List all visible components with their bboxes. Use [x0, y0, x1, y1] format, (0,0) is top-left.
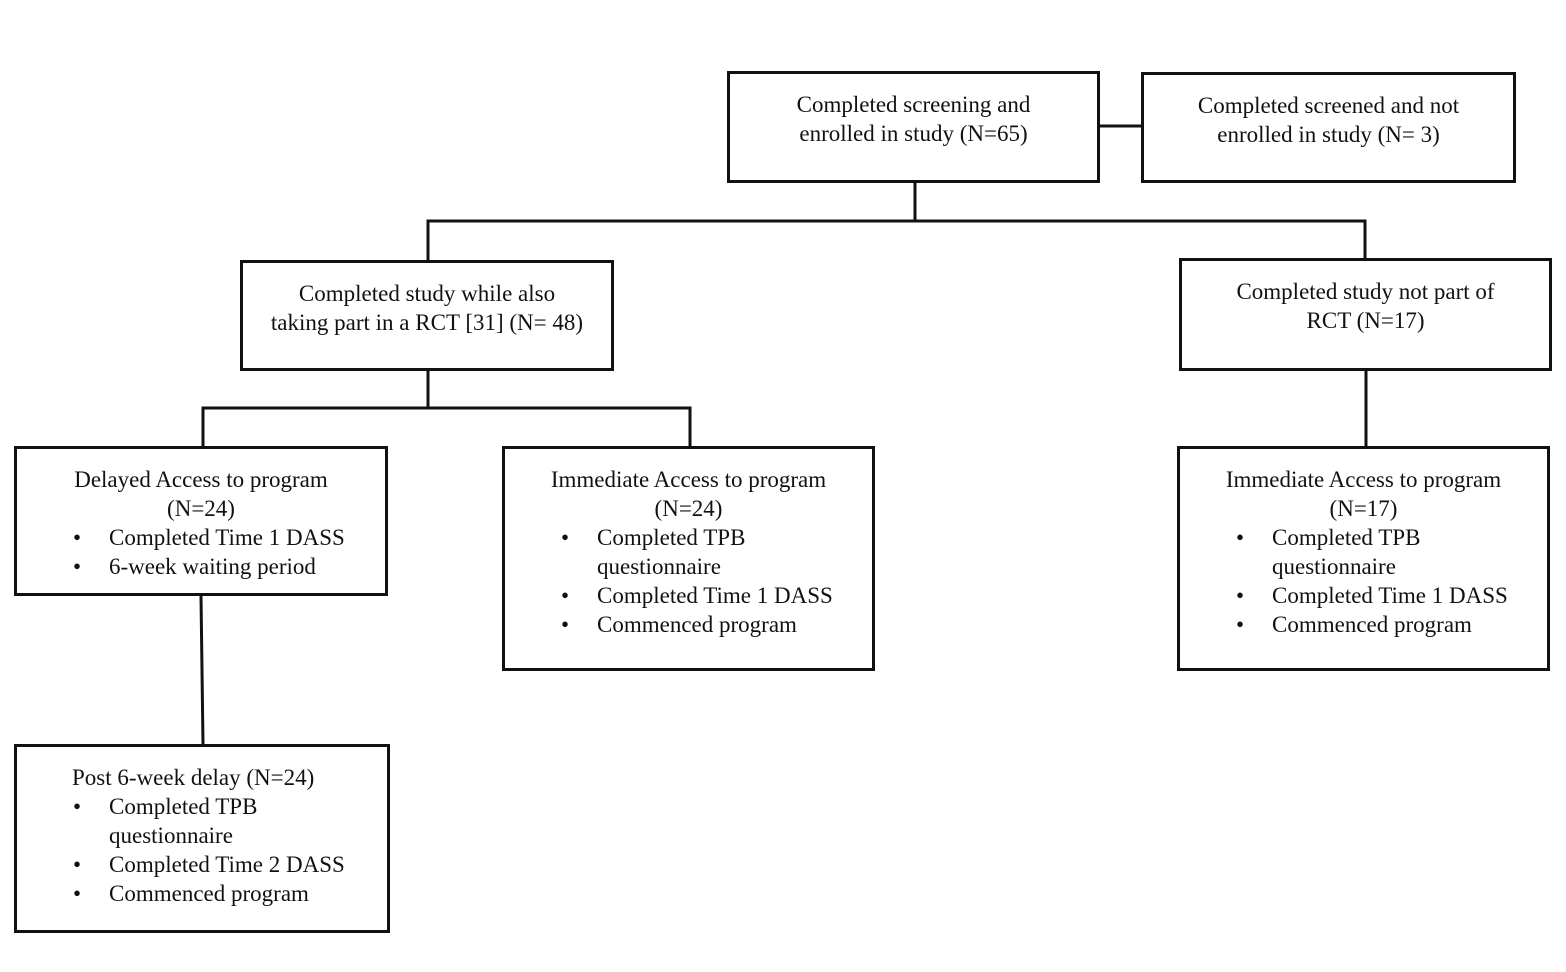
- list-item: • Completed Time 1 DASS: [1180, 581, 1547, 610]
- bullet-icon: •: [1236, 612, 1245, 637]
- enrolled-line-2: enrolled in study (N=65): [799, 121, 1028, 146]
- rct-line-1: Completed study while also: [298, 281, 556, 306]
- immediate-nonrct-heading-2: (N=17): [1329, 496, 1398, 521]
- post-delay-box: Post 6-week delay (N=24) • Completed TPB …: [14, 744, 390, 933]
- list-item-text: Completed Time 1 DASS: [1272, 583, 1508, 608]
- list-item-text: Completed Time 1 DASS: [597, 583, 833, 608]
- list-item-text: 6-week waiting period: [109, 554, 316, 579]
- list-item: • Commenced program: [17, 879, 387, 908]
- rct-box: Completed study while also taking part i…: [240, 260, 614, 371]
- bullet-icon: •: [73, 554, 82, 579]
- immediate-nonrct-list: • Completed TPB questionnaire • Completed …: [1180, 523, 1547, 639]
- delayed-list: • Completed Time 1 DASS • 6-week waiting p…: [17, 523, 385, 581]
- delayed-heading-2: (N=24): [167, 496, 235, 521]
- list-item: • Completed TPB questionnaire: [505, 523, 872, 581]
- bullet-icon: •: [1236, 525, 1245, 550]
- bullet-icon: •: [561, 525, 570, 550]
- list-item-text: Commenced program: [1272, 612, 1472, 637]
- immediate-access-rct-box: Immediate Access to program (N=24) • Comp…: [502, 446, 875, 671]
- list-item: • Completed Time 1 DASS: [505, 581, 872, 610]
- post-delay-heading: Post 6-week delay (N=24): [72, 765, 315, 790]
- immediate-rct-heading-1: Immediate Access to program: [550, 467, 827, 492]
- connector-delayed-to-post: [199, 594, 205, 746]
- list-item-text: Completed TPB questionnaire: [597, 525, 746, 579]
- not-rct-line-1: Completed study not part of: [1236, 279, 1495, 304]
- bullet-icon: •: [1236, 583, 1245, 608]
- list-item: • Commenced program: [1180, 610, 1547, 639]
- not-enrolled-line-1: Completed screened and not: [1197, 93, 1460, 118]
- not-enrolled-box: Completed screened and not enrolled in s…: [1141, 72, 1516, 183]
- list-item: • Completed TPB questionnaire: [1180, 523, 1547, 581]
- immediate-nonrct-heading-1: Immediate Access to program: [1225, 467, 1502, 492]
- list-item-text: Completed TPB questionnaire: [109, 794, 258, 848]
- not-rct-line-2: RCT (N=17): [1306, 308, 1425, 333]
- list-item-text: Completed Time 1 DASS: [109, 525, 345, 550]
- list-item: • Completed TPB questionnaire: [17, 792, 387, 850]
- delayed-access-box: Delayed Access to program (N=24) • Comple…: [14, 446, 388, 596]
- enrolled-line-1: Completed screening and: [796, 92, 1031, 117]
- list-item-text: Commenced program: [597, 612, 797, 637]
- list-item: • Completed Time 2 DASS: [17, 850, 387, 879]
- enrolled-box: Completed screening and enrolled in stud…: [727, 71, 1100, 183]
- bullet-icon: •: [73, 525, 82, 550]
- list-item: • Completed Time 1 DASS: [17, 523, 385, 552]
- bullet-icon: •: [73, 881, 82, 906]
- rct-line-2: taking part in a RCT [31] (N= 48): [270, 310, 584, 335]
- list-item: • Commenced program: [505, 610, 872, 639]
- list-item-text: Completed Time 2 DASS: [109, 852, 345, 877]
- bullet-icon: •: [73, 852, 82, 877]
- post-delay-list: • Completed TPB questionnaire • Completed …: [17, 792, 387, 908]
- immediate-access-non-rct-box: Immediate Access to program (N=17) • Comp…: [1177, 446, 1550, 671]
- bullet-icon: •: [73, 794, 82, 819]
- list-item: • 6-week waiting period: [17, 552, 385, 581]
- bullet-icon: •: [561, 583, 570, 608]
- immediate-rct-heading-2: (N=24): [654, 496, 723, 521]
- list-item-text: Completed TPB questionnaire: [1272, 525, 1421, 579]
- delayed-heading-1: Delayed Access to program: [74, 467, 328, 492]
- list-item-text: Commenced program: [109, 881, 309, 906]
- bullet-icon: •: [561, 612, 570, 637]
- not-rct-box: Completed study not part of RCT (N=17): [1179, 258, 1552, 371]
- not-enrolled-line-2: enrolled in study (N= 3): [1217, 122, 1440, 147]
- immediate-rct-list: • Completed TPB questionnaire • Completed …: [505, 523, 872, 639]
